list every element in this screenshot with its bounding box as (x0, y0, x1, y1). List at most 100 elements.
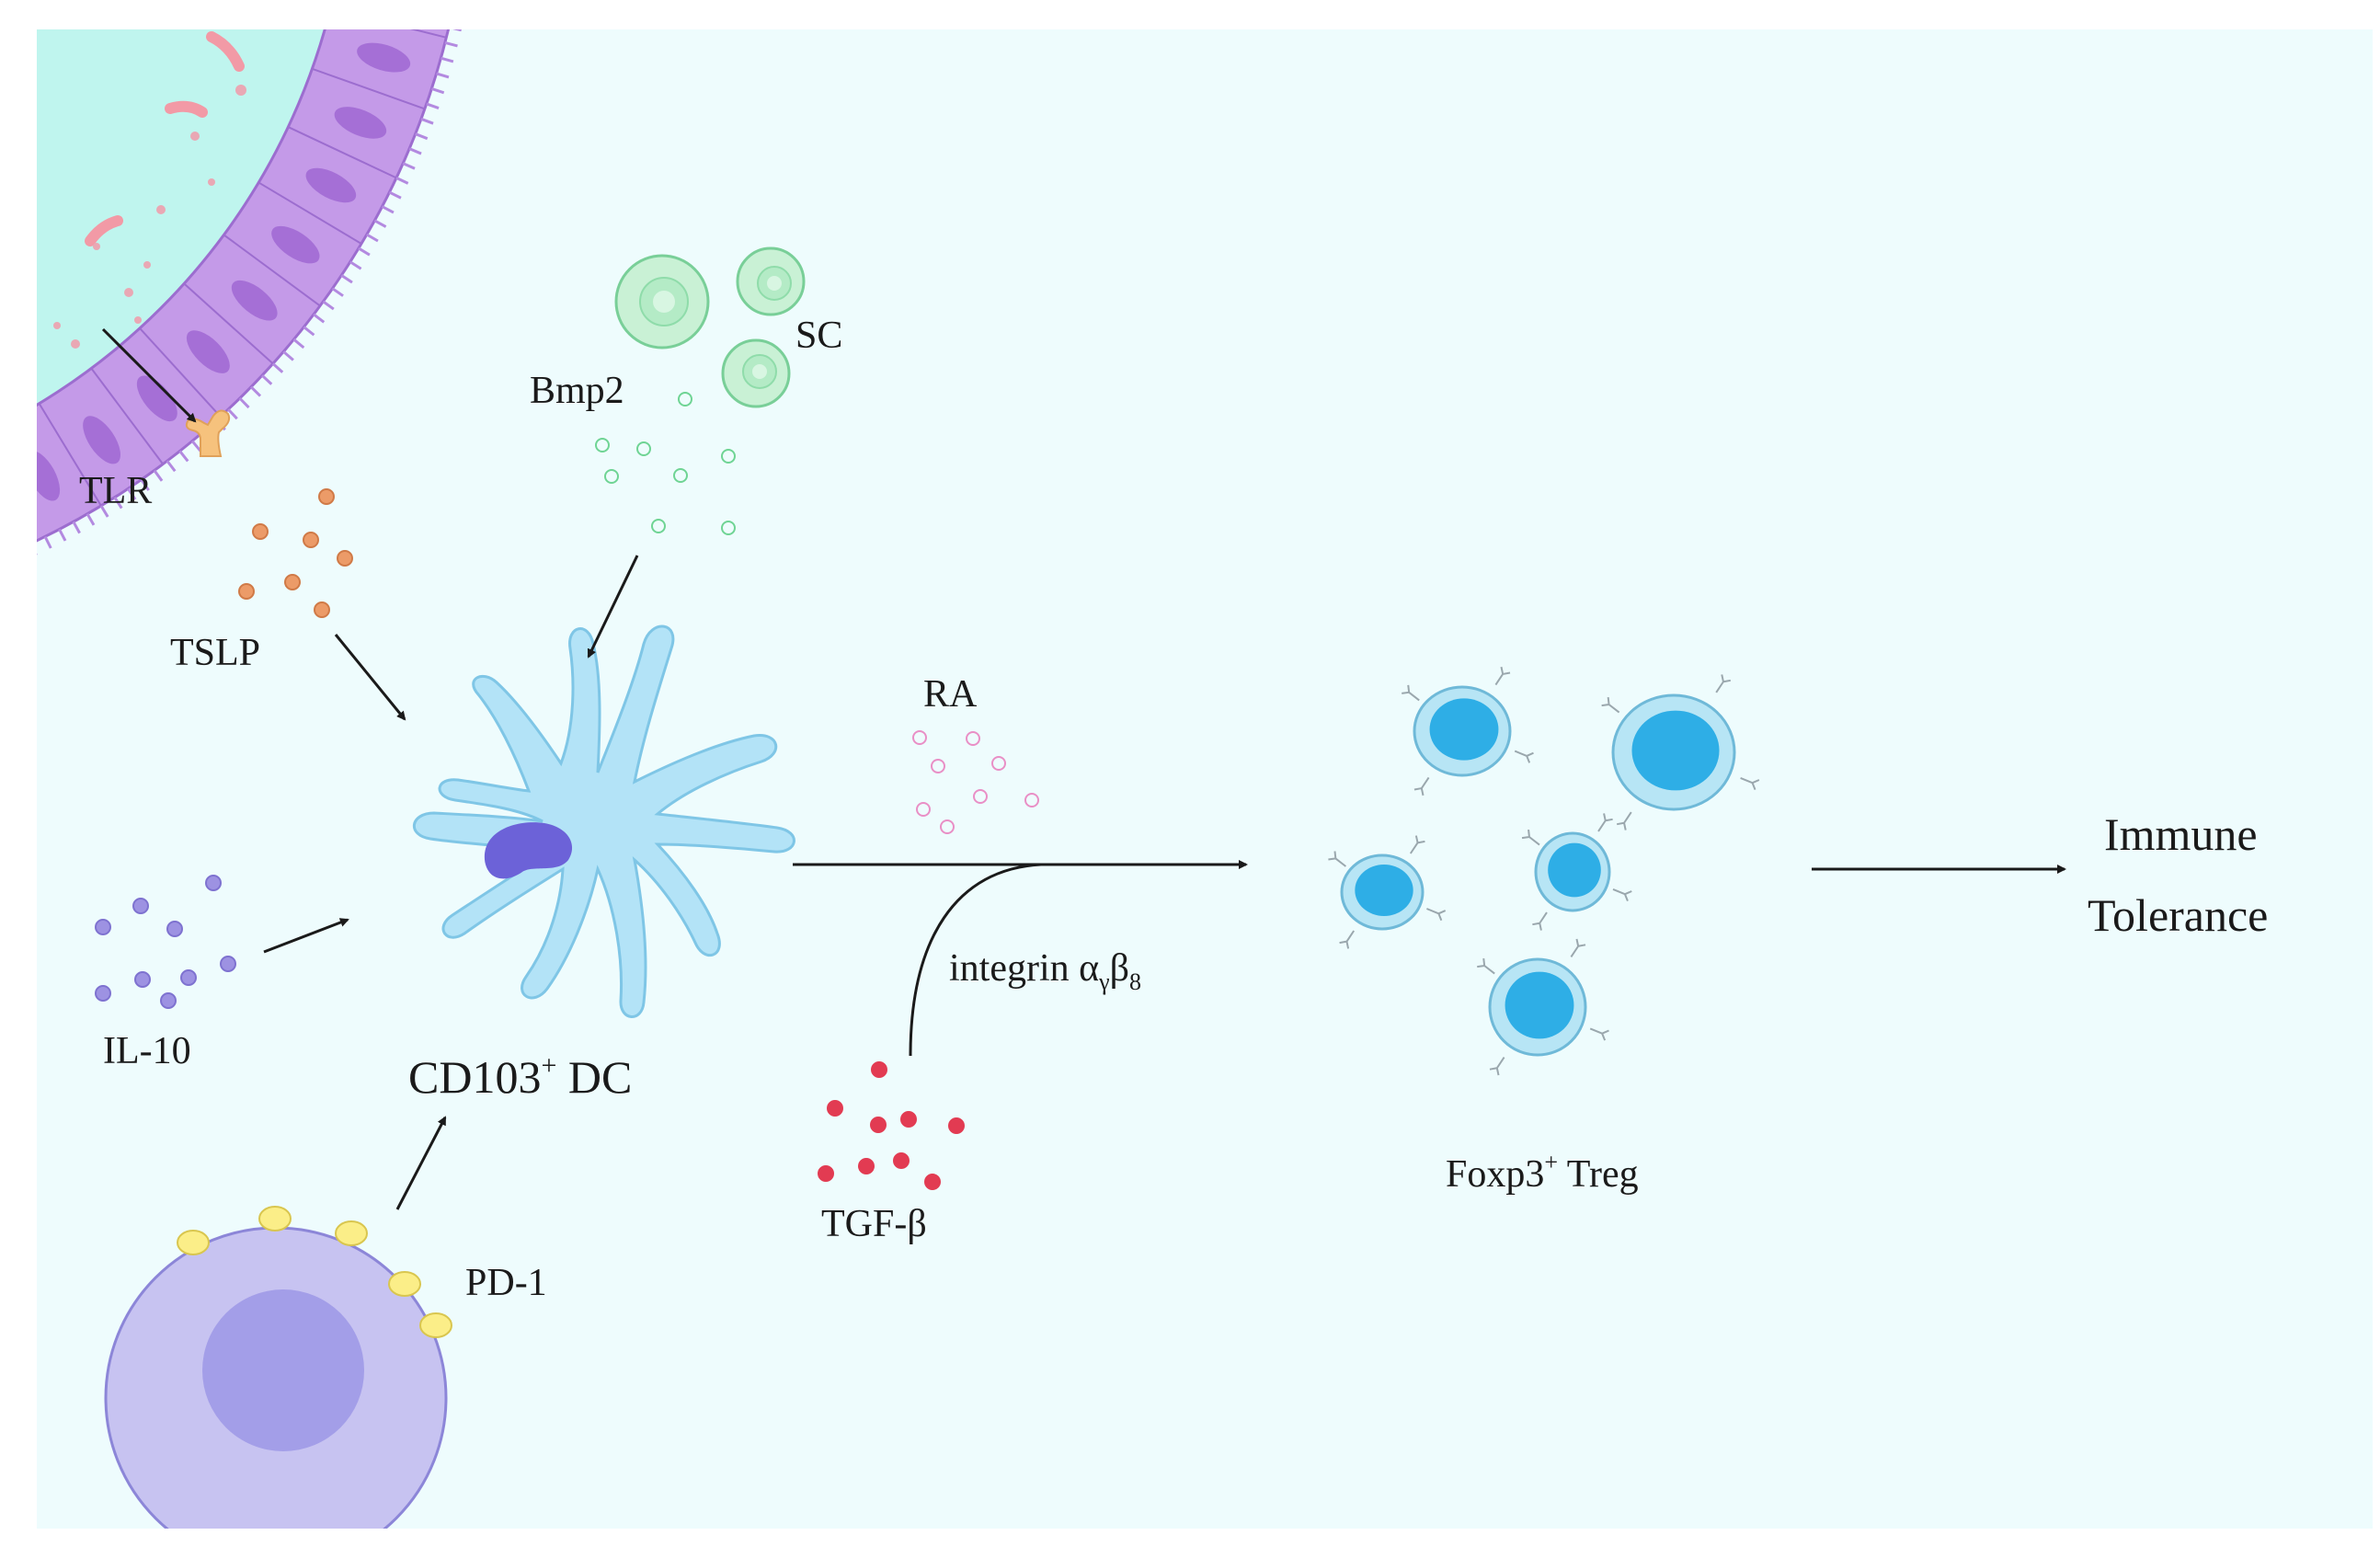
t-cell-nucleus (202, 1289, 364, 1451)
treg-cell (1477, 938, 1609, 1076)
microvillus (358, 246, 371, 257)
pd1-receptor (419, 1312, 452, 1338)
treg-label: Foxp3+ Treg (1446, 1149, 1639, 1196)
cell-border (287, 126, 397, 179)
epithelial-nucleus (334, 107, 387, 139)
microbe-particle (235, 85, 246, 96)
treg-receptor (1597, 813, 1613, 832)
microvillus (99, 505, 109, 518)
treg-cell (1402, 666, 1534, 796)
microbe-particle (190, 132, 200, 141)
microvillus (408, 147, 422, 155)
molecule-dot (284, 574, 301, 590)
molecule-dot (940, 819, 955, 834)
molecule-dot (303, 532, 319, 548)
molecule-dot (948, 1117, 965, 1134)
molecule-dot (678, 392, 692, 407)
pd1-receptor (335, 1220, 368, 1246)
tgfb-molecules (818, 1061, 965, 1190)
microvillus (430, 87, 445, 95)
stromal-cell (736, 246, 806, 316)
treg-receptor (1514, 750, 1534, 763)
microvilli (37, 29, 462, 556)
microvillus (415, 132, 429, 141)
microvillus (86, 513, 96, 526)
cell-border (312, 67, 426, 110)
t-cell (104, 1206, 452, 1529)
treg-nucleus (1429, 698, 1499, 761)
microvillus (313, 313, 326, 324)
microbe-fragment (85, 215, 123, 246)
ra-label: RA (923, 673, 978, 716)
treg-nucleus (1355, 865, 1413, 916)
molecule-dot (95, 919, 111, 935)
bmp2-label: Bmp2 (530, 370, 624, 412)
microbe-particle (93, 243, 100, 250)
microvillus (249, 385, 262, 397)
treg-cell (1601, 674, 1760, 831)
microvillus (227, 408, 238, 420)
molecule-dot (595, 438, 610, 453)
cell-border (409, 29, 447, 39)
microbe-particle (208, 178, 215, 186)
molecule-dot (95, 985, 111, 1002)
microbe-particle (134, 316, 142, 324)
arrow-tslp-to-dc (334, 634, 406, 721)
molecule-dot (893, 1152, 910, 1169)
dc-label: CD103+ DC (408, 1050, 632, 1103)
treg-receptor (1616, 811, 1632, 831)
ra-molecules (912, 730, 1039, 834)
molecule-dot (238, 583, 255, 600)
cell-border (90, 367, 164, 465)
tgfb-label: TGF-β (821, 1203, 927, 1245)
molecule-dot (966, 731, 980, 746)
arrow-bmp2-to-dc (587, 555, 639, 659)
microvillus (373, 219, 387, 228)
molecule-dot (166, 921, 183, 937)
microvillus (441, 56, 454, 63)
epithelial-nucleus (83, 416, 120, 464)
molecule-dot (721, 521, 736, 535)
treg-receptor (1328, 851, 1347, 867)
microvillus (238, 396, 250, 409)
outcome-label-line1: Immune (2104, 808, 2258, 860)
molecule-dot (160, 992, 177, 1009)
molecule-dot (314, 601, 330, 618)
microvillus (366, 233, 379, 243)
molecule-dot (1024, 793, 1039, 808)
molecule-dot (318, 488, 335, 505)
treg-receptor (1612, 888, 1632, 901)
molecule-dot (870, 1117, 887, 1133)
molecule-dot (252, 523, 269, 540)
microbe-particle (143, 261, 151, 269)
gut-lumen (37, 29, 326, 406)
cell-border (38, 403, 102, 507)
microvillus (43, 535, 52, 549)
microvillus (72, 521, 81, 534)
epithelial-nuclei (37, 29, 447, 507)
stromal-cell (721, 338, 791, 408)
microbe-particle (156, 205, 166, 214)
molecule-dot (180, 969, 197, 986)
tslp-molecules (238, 488, 353, 618)
treg-nucleus (1631, 710, 1720, 791)
microvillus (153, 469, 164, 482)
stromal-cells (614, 246, 806, 408)
epithelial-nucleus (271, 225, 320, 264)
microbe-fragment (165, 100, 208, 118)
treg-receptor (1715, 674, 1732, 693)
tlr-receptor-icon (185, 409, 231, 457)
epithelial-nucleus (37, 451, 61, 501)
labels: TLR TSLP Bmp2 SC IL-10 CD103+ DC PD-1 RA… (79, 315, 2268, 1304)
microbe-fragments-group (53, 31, 246, 349)
microvillus (292, 338, 305, 349)
molecule-dot (721, 449, 736, 464)
treg-receptor (1489, 1057, 1505, 1076)
microbe-particle (71, 339, 80, 349)
outcome-label-line2: Tolerance (2088, 889, 2268, 941)
microvillus (282, 350, 294, 361)
molecule-dot (924, 1174, 941, 1190)
microvillus (349, 260, 362, 270)
molecule-dot (205, 875, 222, 891)
